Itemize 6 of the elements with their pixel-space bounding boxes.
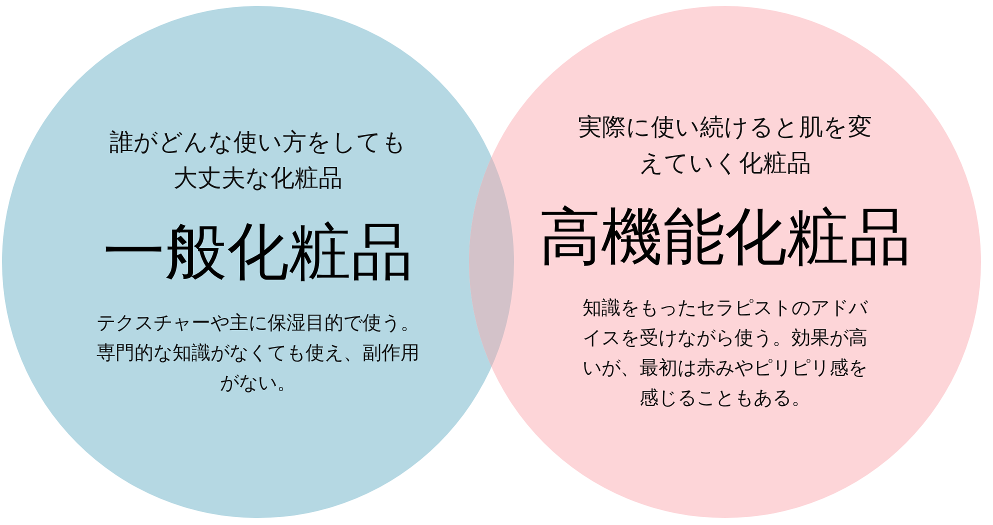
heading-text: 高機能化粧品 [539, 202, 911, 274]
description-text: 知識をもったセラピストのアドバイスを受けながら使う。効果が高いが、最初は赤みやピリピリ感を感じることもある。 [582, 297, 869, 411]
description-text: テクスチャーや主に保湿目的で使う。専門的な知識がなくても使え、副作用がない。 [96, 312, 420, 396]
heading-text: 一般化粧品 [103, 217, 413, 289]
subtitle-text: 実際に使い続けると肌を変えていく化粧品 [577, 113, 873, 179]
subtitle-text: 誰がどんな使い方をしても大丈夫な化粧品 [108, 128, 408, 194]
